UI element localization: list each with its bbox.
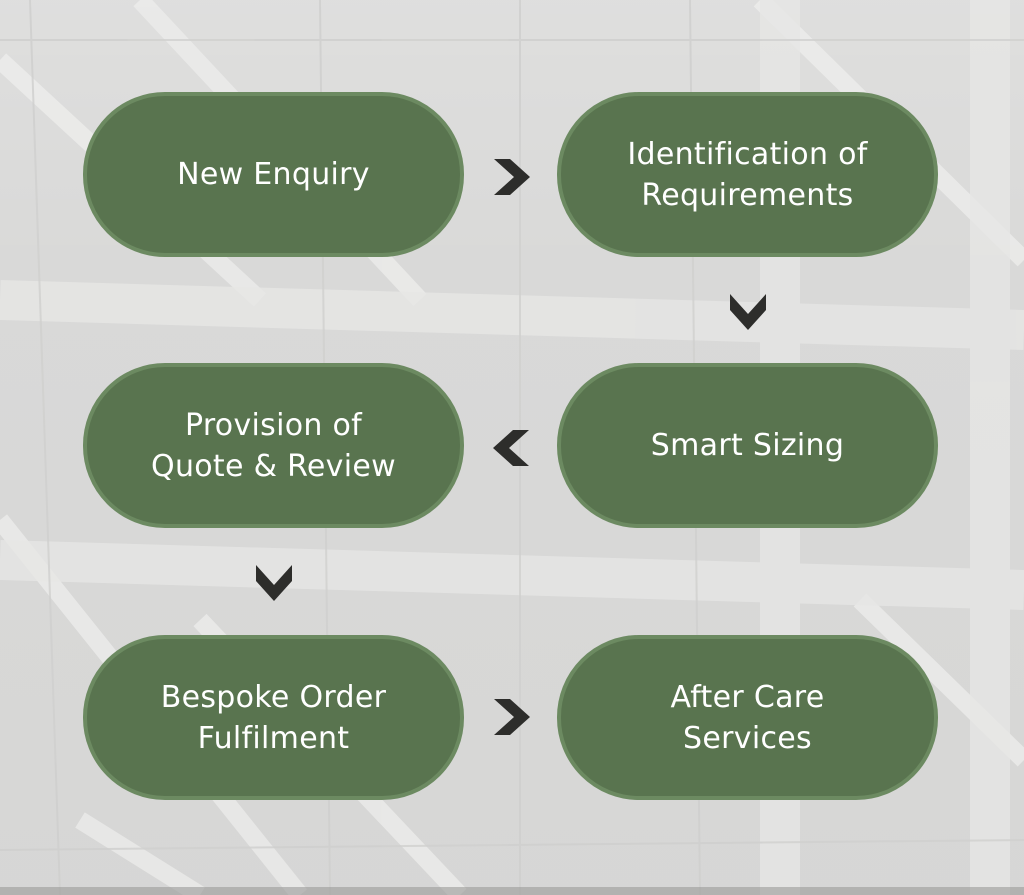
chevron-right-icon bbox=[492, 697, 532, 737]
step-provision-of-quote-review[interactable]: Provision of Quote & Review bbox=[83, 363, 464, 528]
step-label: Smart Sizing bbox=[650, 428, 845, 463]
step-label: After Care Services bbox=[670, 679, 825, 756]
chevron-down-icon bbox=[254, 563, 294, 603]
step-label: New Enquiry bbox=[177, 157, 370, 192]
step-label: Provision of Quote & Review bbox=[151, 407, 396, 484]
step-label: Identification of Requirements bbox=[627, 136, 868, 213]
step-new-enquiry[interactable]: New Enquiry bbox=[83, 92, 464, 257]
step-identification-of-requirements[interactable]: Identification of Requirements bbox=[557, 92, 938, 257]
step-smart-sizing[interactable]: Smart Sizing bbox=[557, 363, 938, 528]
chevron-right-icon bbox=[492, 157, 532, 197]
step-bespoke-order-fulfilment[interactable]: Bespoke Order Fulfilment bbox=[83, 635, 464, 800]
step-label: Bespoke Order Fulfilment bbox=[160, 679, 387, 756]
chevron-left-icon bbox=[491, 428, 531, 468]
step-after-care-services[interactable]: After Care Services bbox=[557, 635, 938, 800]
chevron-down-icon bbox=[728, 292, 768, 332]
